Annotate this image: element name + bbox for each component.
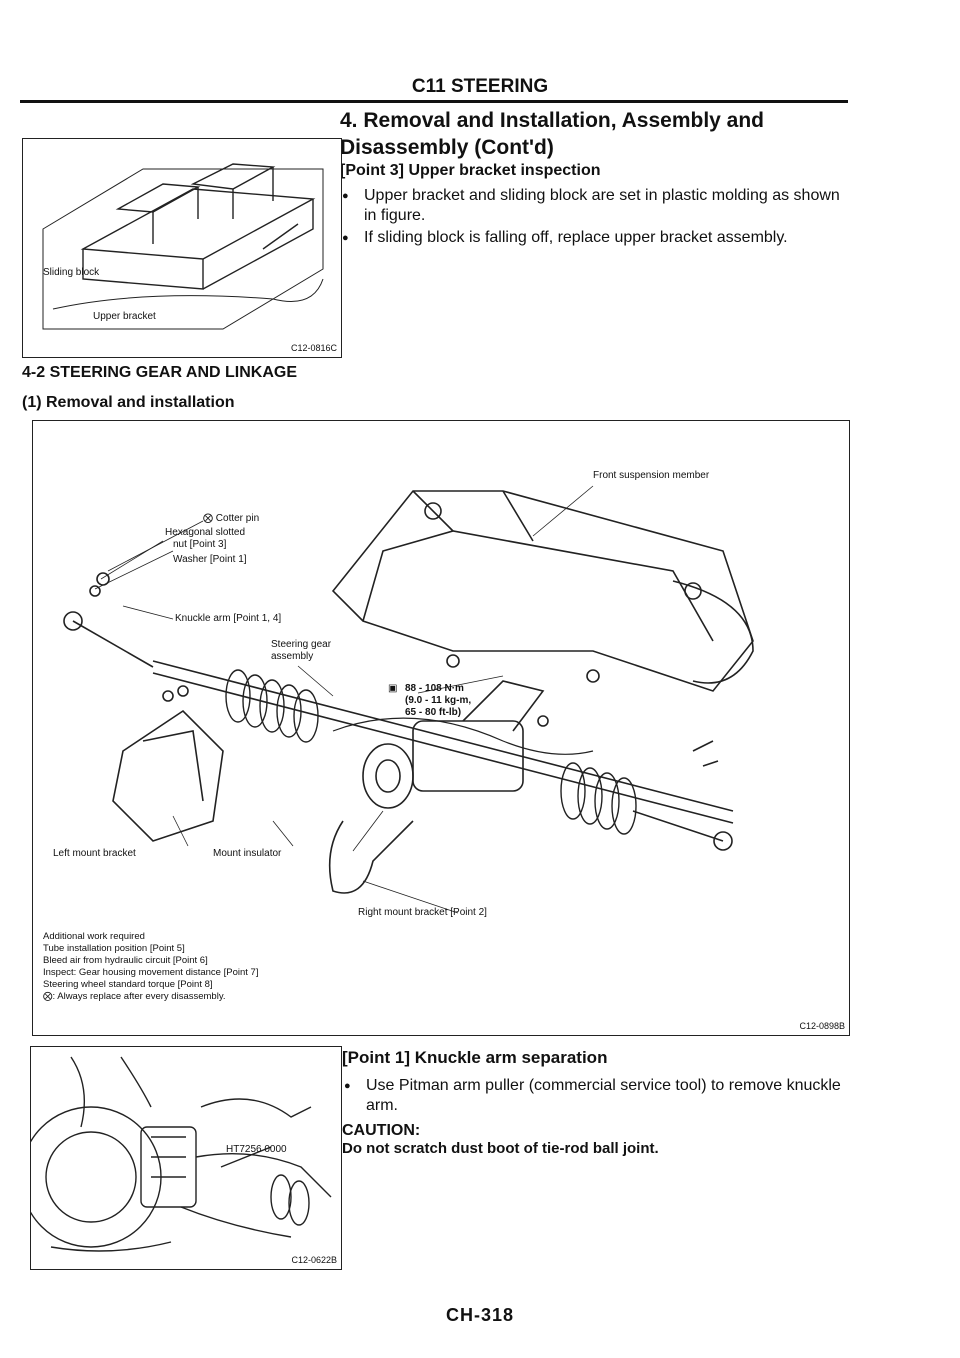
section-title: 4. Removal and Installation, Assembly an… [340,107,840,161]
label-steering-gear-1: Steering gear [271,639,332,650]
note-line: Tube installation position [Point 5] [43,943,185,954]
point3-bullet-2: If sliding block is falling off, replace… [340,228,850,248]
steering-gear-drawing [63,485,754,914]
header-rule [20,100,848,103]
torque-icon: ▣ [388,683,398,694]
label-steering-gear-2: assembly [271,651,314,662]
label-torque-1: 88 - 108 N·m [405,683,464,694]
section-4-2-sub: (1) Removal and installation [22,394,235,411]
point1-bullet: Use Pitman arm puller (commercial servic… [342,1076,854,1116]
figure-code: C12-0816C [290,343,337,353]
label-upper-bracket: Upper bracket [93,311,156,322]
note-line: Bleed air from hydraulic circuit [Point … [43,955,208,966]
note-line: ⨂: Always replace after every disassembl… [43,991,226,1002]
label-torque-3: 65 - 80 ft-lb) [405,707,462,718]
page-header: C11 STEERING [411,76,549,97]
point1-heading: [Point 1] Knuckle arm separation [342,1048,608,1067]
label-mount-insulator: Mount insulator [213,848,282,859]
knuckle-arm-drawing [31,1056,332,1252]
label-cotter-pin: ⨂ Cotter pin [203,513,260,524]
note-line: Additional work required [43,931,145,942]
section-title-line2: Disassembly (Cont'd) [340,136,554,159]
caution-text: Do not scratch dust boot of tie-rod ball… [342,1140,659,1157]
figure-code: C12-0898B [799,1021,845,1031]
label-hex-nut-1: Hexagonal slotted [165,527,246,538]
point3-block: [Point 3] Upper bracket inspection Upper… [340,162,850,250]
point1-block: [Point 1] Knuckle arm separation Use Pit… [342,1048,854,1157]
figure-code: C12-0622B [291,1255,337,1265]
note-line: Inspect: Gear housing movement distance … [43,967,259,978]
additional-work-notes: Additional work required Tube installati… [43,931,258,1003]
page-number: CH-318 [445,1305,515,1325]
point3-bullet-1: Upper bracket and sliding block are set … [340,186,850,226]
label-hex-nut-2: nut [Point 3] [173,539,227,550]
point3-heading: [Point 3] Upper bracket inspection [340,162,601,179]
section-title-line1: 4. Removal and Installation, Assembly an… [340,109,765,132]
label-sliding-block: Sliding block [43,267,100,278]
label-left-mount: Left mount bracket [53,848,136,859]
label-washer: Washer [Point 1] [173,554,247,565]
note-line: Steering wheel standard torque [Point 8] [43,979,213,990]
label-torque-2: (9.0 - 11 kg-m, [405,695,472,706]
tool-label: HT7256 0000 [226,1144,287,1155]
replace-icon: ⨂ [203,513,216,524]
label-front-suspension: Front suspension member [593,470,710,481]
figure-upper-bracket: Sliding block Upper bracket C12-0816C [22,138,342,358]
label-knuckle-arm: Knuckle arm [Point 1, 4] [175,613,282,624]
upper-bracket-drawing [42,163,324,330]
section-4-2-title: 4-2 STEERING GEAR AND LINKAGE [22,364,297,381]
replace-icon: ⨂ [43,991,53,1002]
figure-knuckle-arm: HT7256 0000 C12-0622B [30,1046,342,1270]
figure-steering-gear: Front suspension member ⨂ Cotter pin Hex… [32,420,850,1036]
caution-label: CAUTION: [342,1122,421,1139]
label-right-mount: Right mount bracket [Point 2] [358,907,487,918]
